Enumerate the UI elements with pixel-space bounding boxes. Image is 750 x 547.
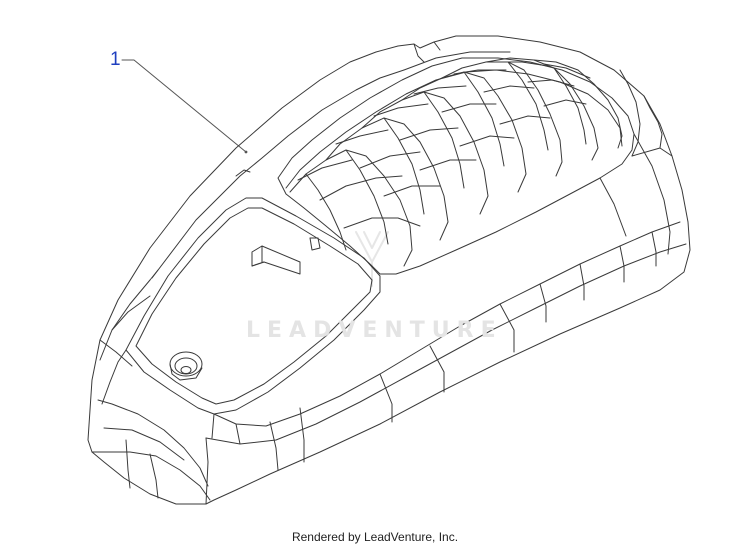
- watermark-logo: [355, 231, 389, 287]
- callout-leader-line: [121, 59, 247, 153]
- vent-ribs: [289, 57, 623, 267]
- lid-panel: [125, 197, 381, 415]
- watermark-text: LEADVENTURE: [246, 318, 503, 343]
- callout-1-label[interactable]: 1: [110, 49, 121, 70]
- callout-leader-dot: [244, 150, 248, 154]
- screw-boss: [169, 351, 203, 381]
- housing-outline: [87, 35, 691, 505]
- lid-latch-slot: [251, 245, 301, 275]
- footer-credit: Rendered by LeadVenture, Inc.: [291, 530, 459, 544]
